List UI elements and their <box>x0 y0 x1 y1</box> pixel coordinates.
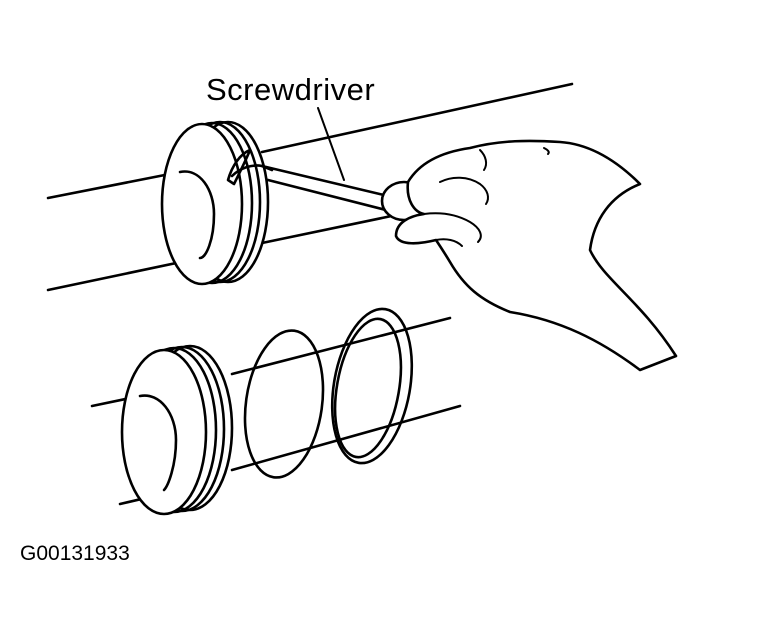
hand-knuckle-line <box>479 149 488 171</box>
seal-ring-inner <box>333 317 403 459</box>
upper-seal-lifted <box>226 148 252 186</box>
hand <box>394 139 678 372</box>
upper-piston <box>160 120 270 286</box>
hand-outline <box>394 139 678 372</box>
hand-thumb-crease <box>439 176 489 205</box>
upper-piston-front-face <box>160 122 244 286</box>
hand-knuckle-mark <box>543 147 550 155</box>
lower-rod-top-edge-right <box>230 316 452 376</box>
screwdriver-leader-line <box>317 107 345 181</box>
upper-piston-assembly <box>46 82 678 372</box>
lower-rod-bottom-edge-right <box>230 404 462 472</box>
upper-rod-top-edge-right <box>260 82 574 154</box>
upper-rod-end <box>178 170 216 260</box>
lower-rod-end <box>138 394 178 492</box>
lower-piston <box>120 344 234 516</box>
o-ring <box>243 329 325 479</box>
upper-rod-top-edge-left <box>46 170 182 200</box>
seal-ring <box>330 307 414 465</box>
hand-finger-crease-1 <box>423 212 482 243</box>
seal-ring-outer <box>330 307 414 465</box>
lower-piston-front-face <box>120 348 208 516</box>
hand-finger-crease-2 <box>435 238 463 247</box>
figure-id-label: G00131933 <box>20 542 130 565</box>
screwdriver-callout-label: Screwdriver <box>206 72 375 107</box>
lower-piston-assembly <box>90 307 462 516</box>
screwdriver-shaft <box>260 164 390 212</box>
